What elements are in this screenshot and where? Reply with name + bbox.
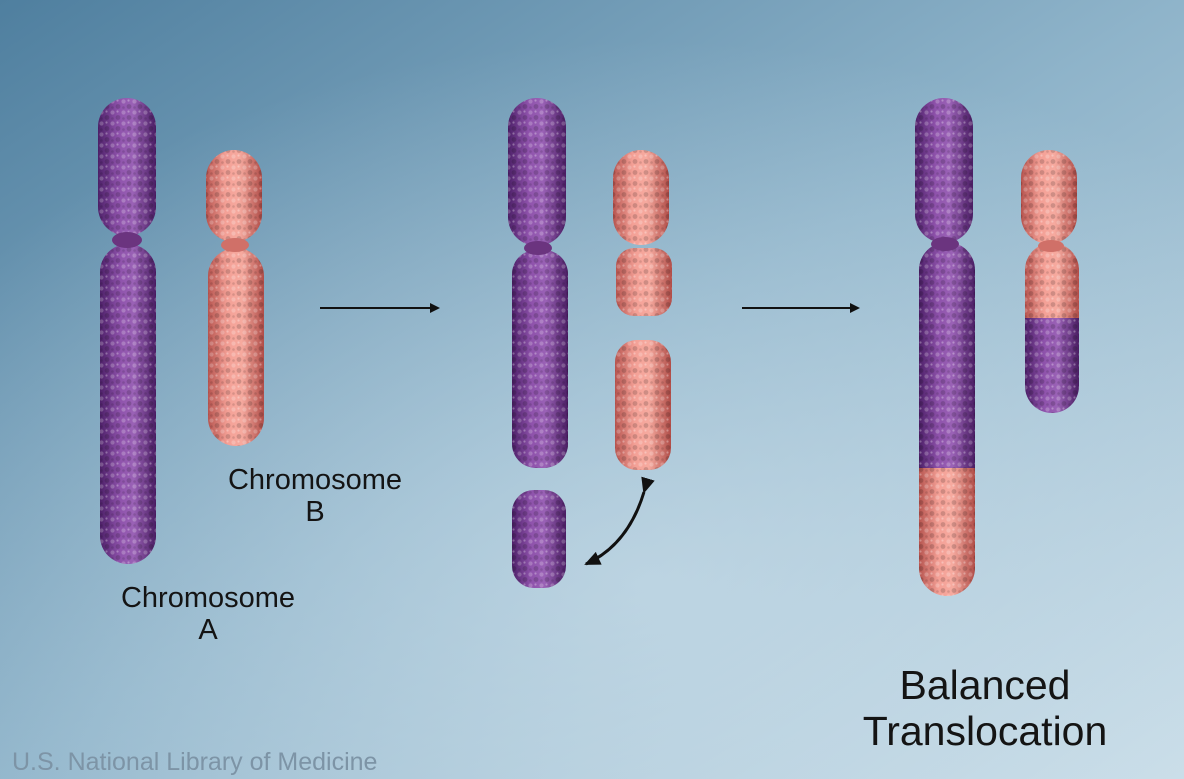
- chromosome-b-label: Chromosome B: [195, 464, 435, 529]
- chromosome-b-broken: [613, 150, 672, 316]
- chromosome-a: [98, 98, 156, 564]
- chromosome-a-broken: [508, 98, 568, 468]
- result-label: Balanced Translocation: [830, 662, 1140, 755]
- chromosome-a-label-line-2: A: [198, 614, 218, 647]
- chromosome-a-label: Chromosome A: [88, 582, 328, 647]
- chromosome-a-fragment: [512, 490, 566, 588]
- chromosome-b-fragment: [615, 340, 671, 470]
- source-credit: U.S. National Library of Medicine: [12, 748, 378, 776]
- exchange-arrow: [584, 476, 655, 566]
- derivative-chromosome-a: [915, 98, 975, 596]
- derivative-chromosome-b: [1021, 150, 1079, 413]
- chromosome-b-label-line-1: Chromosome: [227, 464, 403, 496]
- chromosome-b: [206, 150, 264, 446]
- result-label-line-1: Balanced: [899, 662, 1071, 708]
- chromosome-b-label-line-2: B: [305, 496, 325, 529]
- result-label-line-2: Translocation: [862, 708, 1108, 755]
- chromosome-a-label-line-1: Chromosome: [120, 582, 296, 614]
